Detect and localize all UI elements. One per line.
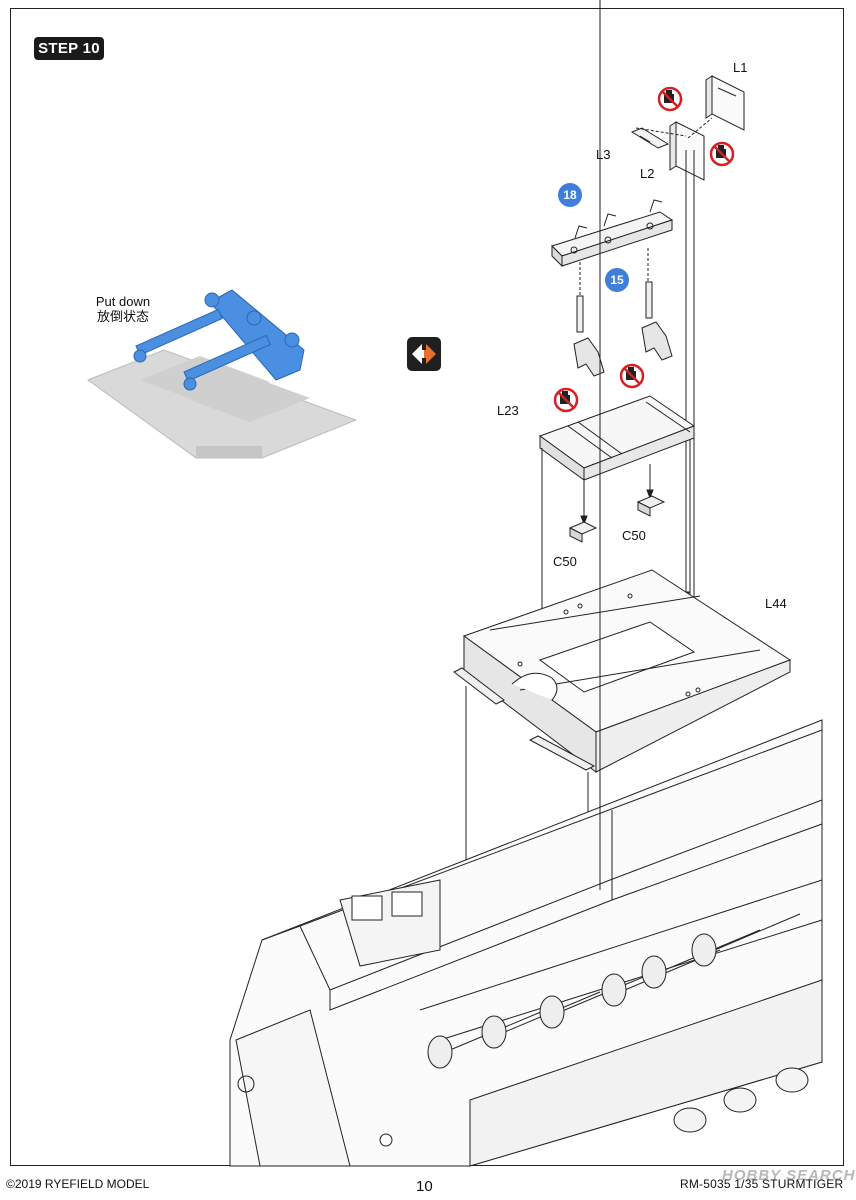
page-number: 10 xyxy=(416,1178,433,1195)
footer-product-code: RM-5035 1/35 STURMTIGER xyxy=(680,1177,844,1191)
no-glue-icon xyxy=(553,387,579,413)
part-number-badge-18: 18 xyxy=(558,183,582,207)
watermark: HOBBY SEARCH xyxy=(722,1167,856,1184)
part-label-l44: L44 xyxy=(765,596,787,611)
part-l3-drawing xyxy=(630,127,670,149)
part-15-left-drawing xyxy=(573,295,605,377)
put-down-caption: Put down 放倒状态 xyxy=(80,294,166,326)
part-l2-drawing xyxy=(669,121,705,181)
part-label-c50-right: C50 xyxy=(622,528,646,543)
part-label-l23: L23 xyxy=(497,403,519,418)
part-number-badge-15: 15 xyxy=(605,268,629,292)
part-c50-right-drawing xyxy=(636,495,666,517)
no-glue-icon xyxy=(709,141,735,167)
no-glue-icon xyxy=(657,86,683,112)
alternate-option-icon xyxy=(407,337,441,371)
step-label: STEP 10 xyxy=(34,37,104,60)
part-c50-left-drawing xyxy=(568,521,598,543)
part-18-drawing xyxy=(551,199,674,268)
part-l1-drawing xyxy=(705,75,745,131)
part-label-c50-left: C50 xyxy=(553,554,577,569)
put-down-inset-drawing xyxy=(86,289,358,459)
part-15-right-drawing xyxy=(641,281,673,361)
part-l44-drawing xyxy=(453,569,792,774)
part-l23-drawing xyxy=(538,395,696,481)
hull-drawing xyxy=(229,0,823,1167)
footer-copyright: ©2019 RYEFIELD MODEL xyxy=(6,1177,150,1191)
part-label-l1: L1 xyxy=(733,60,748,75)
no-glue-icon xyxy=(619,363,645,389)
put-down-chinese: 放倒状态 xyxy=(96,310,149,325)
part-label-l3: L3 xyxy=(596,147,611,162)
put-down-english: Put down xyxy=(95,294,151,309)
part-label-l2: L2 xyxy=(640,166,655,181)
